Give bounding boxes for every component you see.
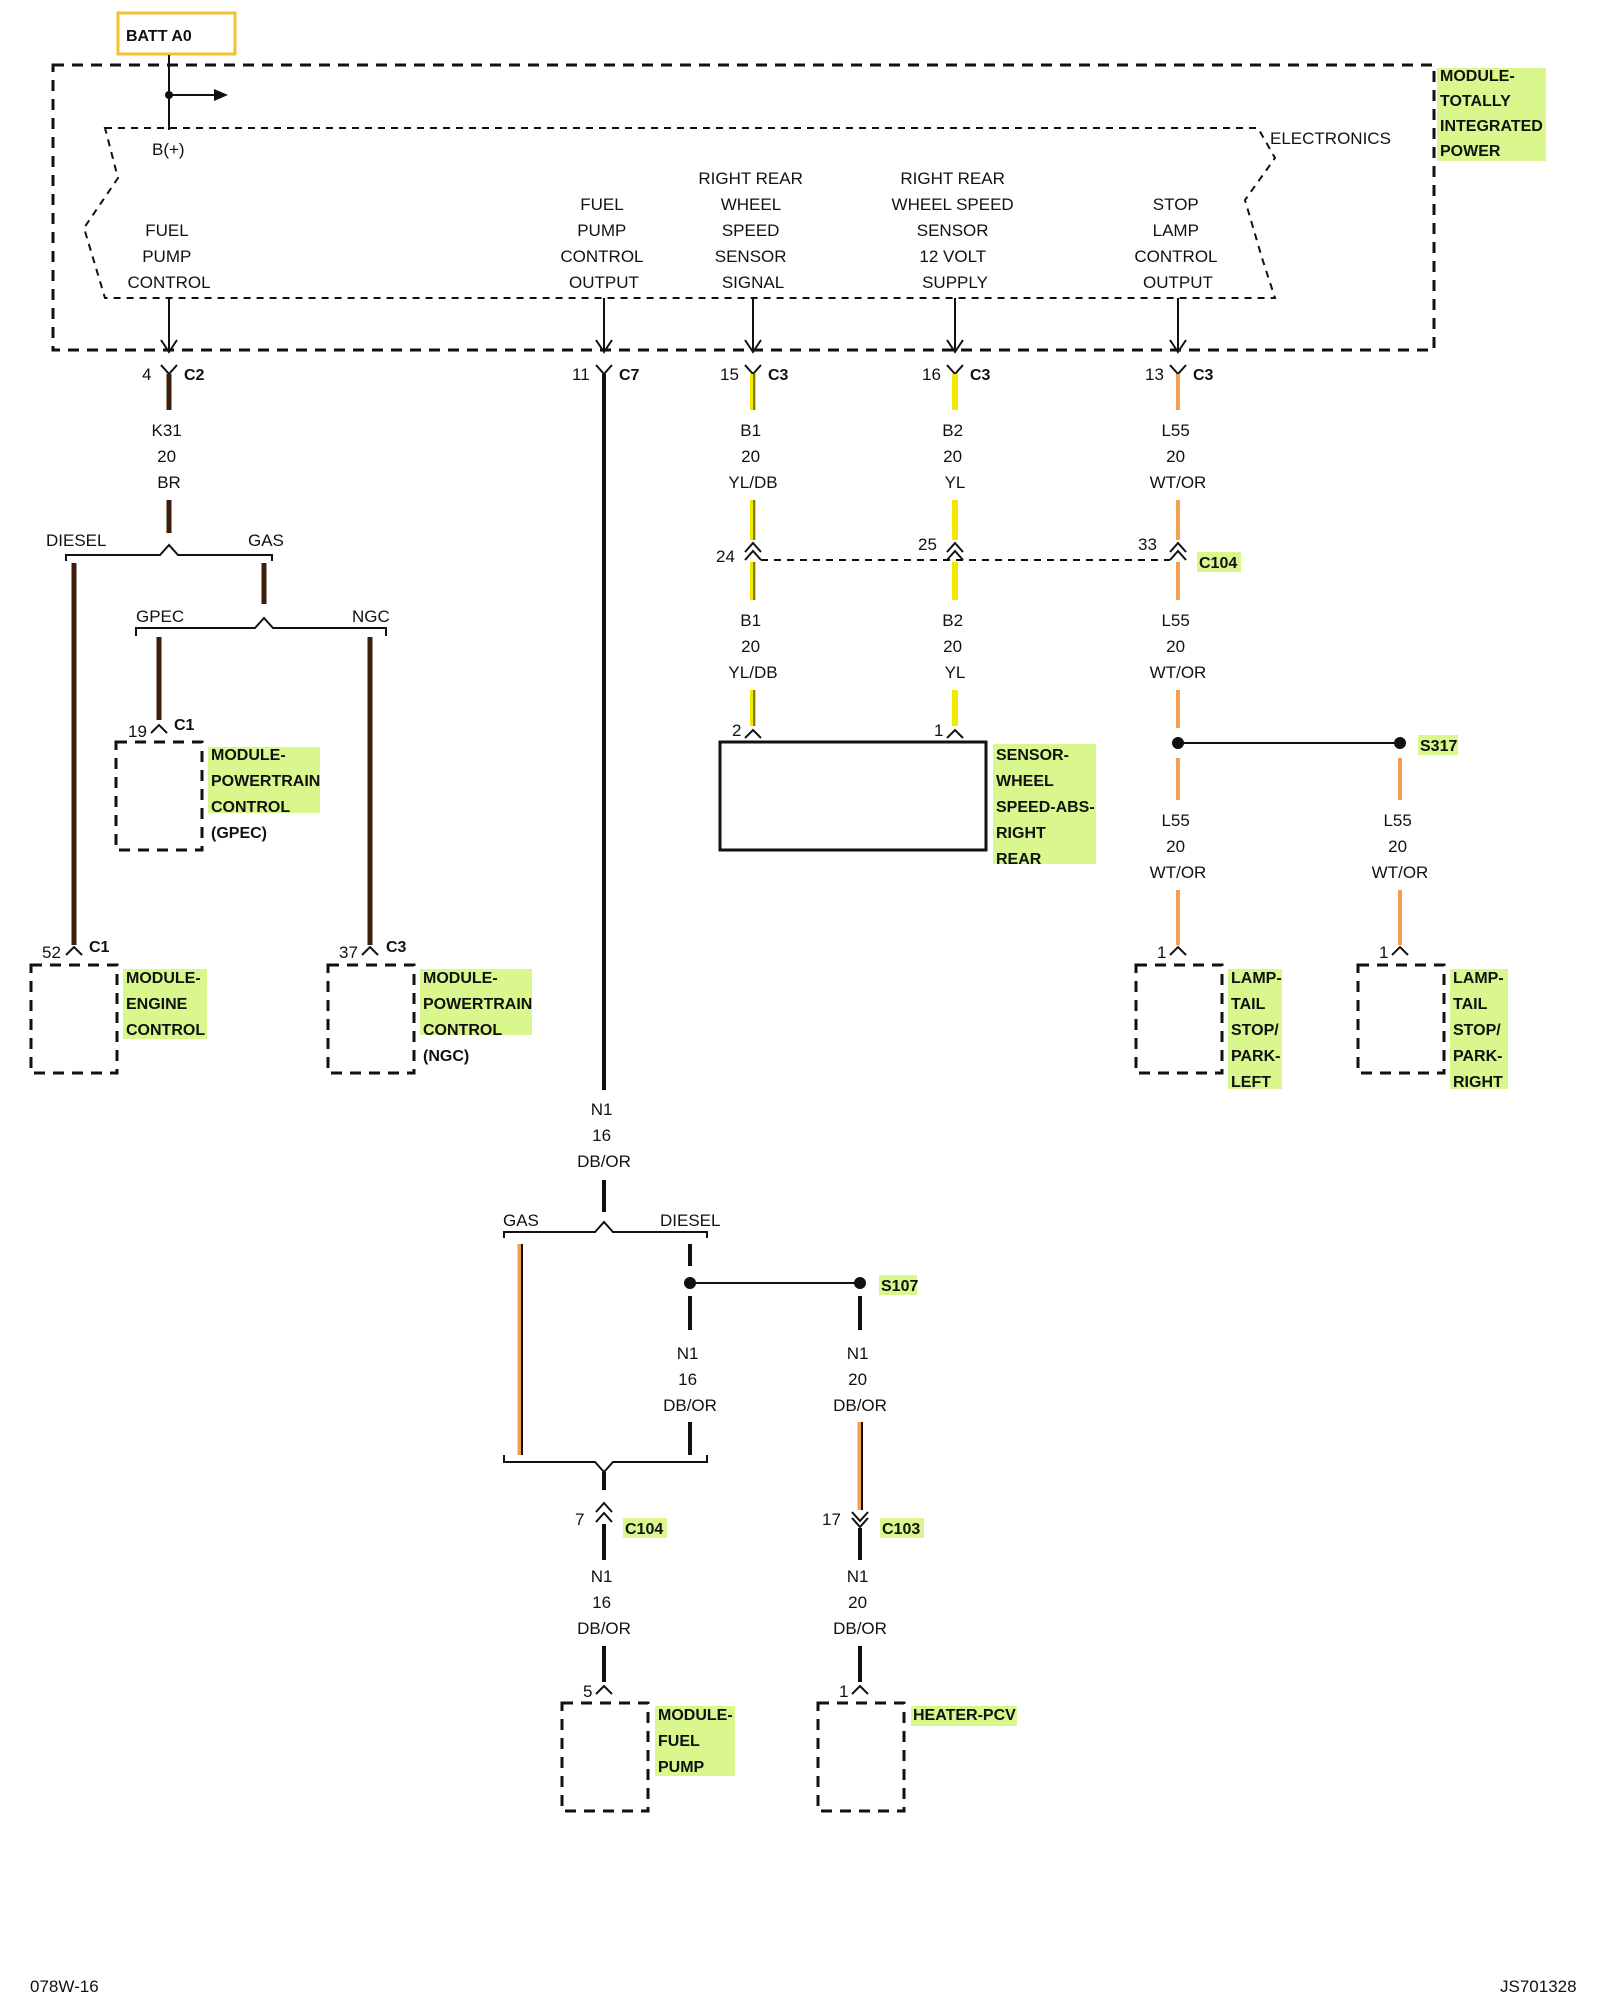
svg-text:GAS: GAS (503, 1211, 539, 1230)
svg-text:52: 52 (42, 943, 61, 962)
wheel-speed-sensor (718, 740, 988, 852)
svg-text:C3: C3 (386, 939, 407, 956)
svg-text:GPEC: GPEC (136, 607, 184, 626)
svg-text:DIESEL: DIESEL (660, 1211, 720, 1230)
ngc-module (326, 963, 416, 1075)
gpec-label: MODULE- POWERTRAIN CONTROL (GPEC) (211, 747, 325, 842)
footer-right: JS701328 (1500, 1977, 1577, 1996)
svg-text:7: 7 (575, 1510, 584, 1529)
svg-text:C3: C3 (1193, 367, 1214, 384)
rr-supply-label: RIGHT REAR WHEEL SPEED SENSOR 12 VOLT SU… (892, 169, 1019, 292)
svg-text:B1 20 YL/DB: B1 20 YL/DB (728, 421, 777, 492)
svg-text:C7: C7 (619, 367, 640, 384)
lamp-right (1356, 963, 1446, 1075)
ngc-label: MODULE- POWERTRAIN CONTROL (NGC) (423, 970, 537, 1065)
heater-label: HEATER-PCV (913, 1707, 1016, 1724)
n1-heater-wire: N1 20 DB/OR (833, 1567, 887, 1638)
svg-text:DIESEL: DIESEL (46, 531, 106, 550)
l55-circuit: L55 20 WT/OR 33 L55 20 WT/OR L55 20 WT/O… (1138, 374, 1428, 945)
tipm-title: MODULE- TOTALLY INTEGRATED POWER (1440, 68, 1547, 160)
svg-text:15: 15 (720, 365, 739, 384)
fuel-pump-control-label: FUEL PUMP CONTROL (127, 221, 210, 292)
fuel-pump-module (560, 1701, 650, 1813)
svg-text:1: 1 (839, 1682, 848, 1701)
svg-text:C103: C103 (882, 1521, 920, 1538)
lamp-left (1134, 963, 1224, 1075)
s317-label: S317 (1420, 738, 1457, 755)
svg-text:13: 13 (1145, 365, 1164, 384)
svg-text:33: 33 (1138, 535, 1157, 554)
svg-text:C2: C2 (184, 367, 205, 384)
svg-text:4: 4 (142, 365, 151, 384)
s107-label: S107 (881, 1278, 918, 1295)
svg-text:C3: C3 (768, 367, 789, 384)
wheel-sensor-label: SENSOR- WHEEL SPEED-ABS- RIGHT REAR (996, 747, 1099, 868)
electronics-label: ELECTRONICS (1270, 129, 1391, 148)
lamp-left-label: LAMP- TAIL STOP/ PARK- LEFT (1231, 970, 1286, 1091)
svg-text:1: 1 (1379, 943, 1388, 962)
svg-text:1: 1 (1157, 943, 1166, 962)
fuel-pump-label: MODULE- FUEL PUMP (658, 1707, 737, 1776)
footer-left: 078W-16 (30, 1977, 99, 1996)
wheel-speed-circuits: B1 20 YL/DB 24 B1 20 YL/DB 2 B2 20 YL 25 (716, 374, 1170, 740)
svg-text:L55 20 WT/OR: L55 20 WT/OR (1150, 421, 1207, 492)
svg-text:16: 16 (922, 365, 941, 384)
stop-lamp-label: STOP LAMP CONTROL OUTPUT (1134, 195, 1221, 292)
svg-text:C3: C3 (970, 367, 991, 384)
tipm-outline (51, 63, 1436, 352)
ecm-module (29, 963, 119, 1075)
svg-text:2: 2 (732, 721, 741, 740)
svg-text:L55 20 WT/OR: L55 20 WT/OR (1150, 611, 1207, 682)
electronics-outline (82, 127, 1277, 299)
svg-text:L55 20 WT/OR: L55 20 WT/OR (1150, 811, 1207, 882)
k31-circuit: K31 20 BR DIESEL GAS GPEC NGC (46, 374, 390, 945)
n1-pump-wire: N1 16 DB/OR (577, 1567, 631, 1638)
svg-text:NGC: NGC (352, 607, 390, 626)
lamp-right-label: LAMP- TAIL STOP/ PARK- RIGHT (1453, 970, 1508, 1091)
svg-text:24: 24 (716, 547, 735, 566)
ecm-label: MODULE- ENGINE CONTROL (126, 970, 205, 1039)
rr-signal-label: RIGHT REAR WHEEL SPEED SENSOR SIGNAL (698, 169, 807, 292)
svg-text:B1 20 YL/DB: B1 20 YL/DB (728, 611, 777, 682)
batt-box (116, 11, 237, 56)
svg-text:19: 19 (128, 722, 147, 741)
c104-label: C104 (1199, 555, 1237, 572)
n1-circuit: N1 16 DB/OR GAS DIESEL N1 16 DB/OR N1 20 (503, 374, 887, 1510)
bplus-label: B(+) (152, 140, 185, 159)
svg-text:GAS: GAS (248, 531, 284, 550)
fuel-pump-output-label: FUEL PUMP CONTROL OUTPUT (560, 195, 647, 292)
svg-text:B2 20 YL: B2 20 YL (942, 611, 968, 682)
heater-pcv (816, 1701, 906, 1813)
svg-text:N1 20 DB/OR: N1 20 DB/OR (833, 1344, 887, 1415)
svg-text:11: 11 (572, 365, 590, 384)
svg-text:N1 16 DB/OR: N1 16 DB/OR (577, 1100, 631, 1171)
svg-text:N1 16 DB/OR: N1 16 DB/OR (663, 1344, 717, 1415)
batt-label: BATT A0 (126, 28, 192, 45)
tipm-connectors: 4 C2 11 C7 15 C3 16 C3 13 C3 (142, 364, 1214, 384)
svg-text:C1: C1 (174, 717, 195, 734)
svg-text:25: 25 (918, 535, 937, 554)
svg-text:C104: C104 (625, 1521, 663, 1538)
svg-text:K31 20 BR: K31 20 BR (152, 421, 187, 492)
svg-text:5: 5 (583, 1682, 592, 1701)
svg-text:C1: C1 (89, 939, 110, 956)
svg-text:B2 20 YL: B2 20 YL (942, 421, 968, 492)
svg-text:17: 17 (822, 1510, 841, 1529)
svg-text:L55 20 WT/OR: L55 20 WT/OR (1372, 811, 1429, 882)
svg-text:1: 1 (934, 721, 943, 740)
gpec-module (114, 740, 204, 852)
svg-text:37: 37 (339, 943, 358, 962)
internal-leads (160, 298, 1187, 354)
